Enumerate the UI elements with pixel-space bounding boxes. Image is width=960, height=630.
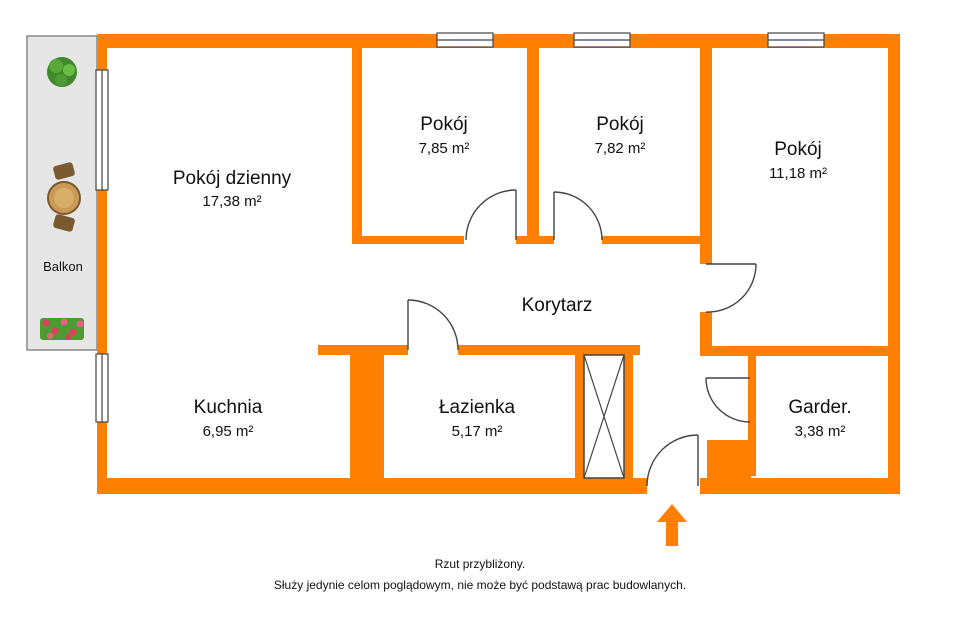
bathroom-name: Łazienka bbox=[439, 397, 515, 418]
room1-area: 7,85 m² bbox=[419, 140, 470, 157]
window-top-1 bbox=[436, 32, 494, 48]
room2-area: 7,82 m² bbox=[595, 140, 646, 157]
window-top-3 bbox=[767, 32, 825, 48]
flower-box-icon bbox=[40, 318, 84, 340]
door-wardrobe bbox=[705, 377, 751, 423]
room2-name: Pokój bbox=[596, 114, 644, 135]
living-room-name: Pokój dzienny bbox=[173, 168, 292, 189]
door-room3 bbox=[705, 263, 757, 313]
footnote-disclaimer: Służy jedynie celom poglądowym, nie może… bbox=[273, 578, 687, 592]
window-left-2 bbox=[95, 353, 109, 423]
window-left-1 bbox=[95, 69, 109, 191]
balcony-label: Balkon bbox=[43, 259, 83, 274]
room1-name: Pokój bbox=[420, 114, 468, 135]
window-top-2 bbox=[573, 32, 631, 48]
kitchen-name: Kuchnia bbox=[194, 397, 263, 418]
kitchen-area: 6,95 m² bbox=[203, 423, 254, 440]
bathroom-area: 5,17 m² bbox=[452, 423, 503, 440]
door-entrance bbox=[646, 434, 699, 487]
plant-icon bbox=[47, 57, 77, 87]
door-bathroom bbox=[407, 299, 459, 351]
walls bbox=[97, 34, 900, 494]
balcony: Balkon bbox=[26, 35, 98, 351]
footnote-approximate: Rzut przybliżony. bbox=[434, 557, 526, 571]
wardrobe-name: Garder. bbox=[788, 397, 851, 418]
door-room2 bbox=[553, 191, 603, 241]
living-room-area: 17,38 m² bbox=[202, 193, 261, 210]
ventilation-shaft bbox=[583, 354, 625, 479]
table-and-chairs-icon bbox=[47, 162, 81, 232]
windows bbox=[95, 32, 825, 423]
doors bbox=[407, 189, 757, 487]
corridor-name: Korytarz bbox=[522, 295, 593, 316]
room-labels: Pokój dzienny 17,38 m² Pokój 7,85 m² Pok… bbox=[173, 114, 852, 440]
room3-name: Pokój bbox=[774, 139, 822, 160]
entrance-arrow-icon bbox=[657, 504, 687, 546]
door-room1 bbox=[465, 189, 517, 241]
wardrobe-area: 3,38 m² bbox=[795, 423, 846, 440]
room3-area: 11,18 m² bbox=[769, 165, 827, 182]
